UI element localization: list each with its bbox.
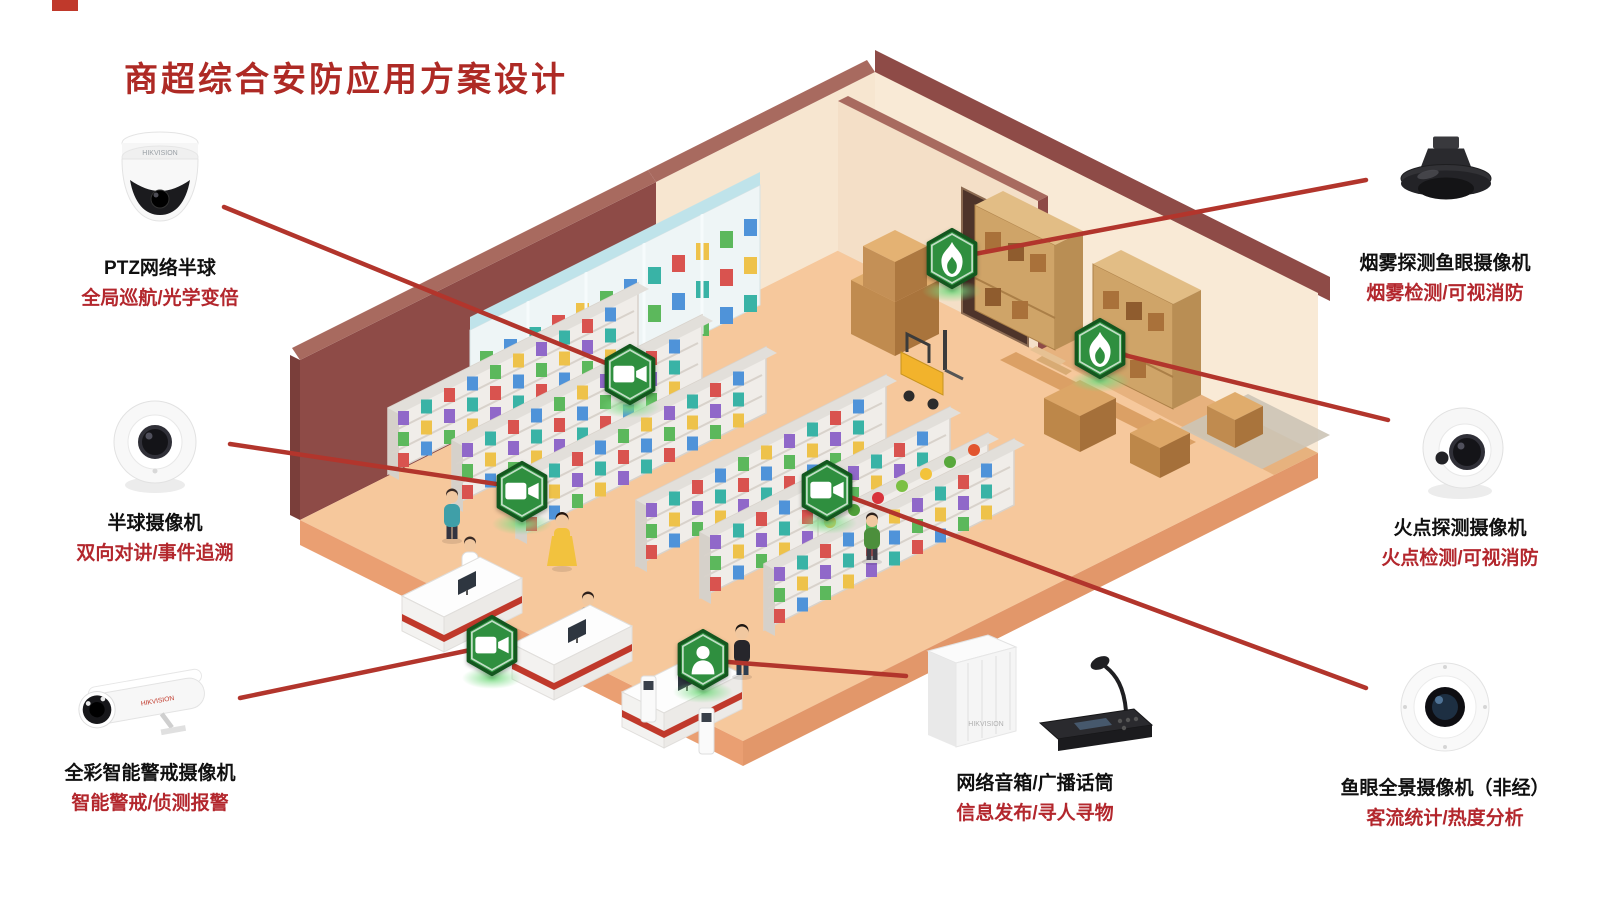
warehouse-boxes xyxy=(851,230,1263,478)
person xyxy=(547,512,577,572)
marker-glow xyxy=(492,513,552,535)
corner-artifact xyxy=(52,0,78,11)
device-name: PTZ网络半球 xyxy=(104,258,216,279)
camera-icon xyxy=(466,614,518,677)
camera-icon xyxy=(496,460,548,523)
marker-glow xyxy=(600,396,660,418)
device-feature: 信息发布/寻人寻物 xyxy=(956,803,1114,824)
marker-glow xyxy=(922,280,982,302)
turret-camera-image xyxy=(113,400,197,493)
device-name: 鱼眼全景摄像机（非经） xyxy=(1340,778,1550,799)
connector-line xyxy=(961,177,1369,259)
brand-label: HIKVISION xyxy=(142,150,177,157)
marker-flame-1 xyxy=(916,227,988,302)
camera-icon xyxy=(604,343,656,406)
fire-camera-image xyxy=(1422,407,1504,499)
roof-band xyxy=(875,50,1330,301)
device-feature: 双向对讲/事件追溯 xyxy=(76,543,234,564)
marker-camera-2 xyxy=(486,460,558,535)
marker-camera-3 xyxy=(791,459,863,534)
device-feature: 客流统计/热度分析 xyxy=(1366,808,1524,829)
smoke-fisheye-camera-image xyxy=(1400,136,1492,200)
flame-icon xyxy=(926,227,978,290)
speaker-and-mic-image: HIKVISION xyxy=(926,634,1154,751)
marker-camera-4 xyxy=(456,614,528,689)
person xyxy=(862,512,882,565)
person-icon xyxy=(677,628,729,691)
device-fisheye: 鱼眼全景摄像机（非经） 客流统计/热度分析 xyxy=(1325,650,1565,830)
person xyxy=(442,488,462,544)
brand-label: HIKVISION xyxy=(968,721,1003,728)
device-name: 火点探测摄像机 xyxy=(1393,518,1527,539)
connector-lines xyxy=(221,177,1391,701)
device-name: 半球摄像机 xyxy=(107,513,203,534)
device-name: 网络音箱/广播话筒 xyxy=(956,773,1114,794)
marker-flame-2 xyxy=(1064,317,1136,392)
fisheye-camera-image xyxy=(1400,662,1490,752)
marker-person xyxy=(667,628,739,703)
marker-glow xyxy=(1070,370,1130,392)
connector-line xyxy=(1109,349,1391,423)
device-bullet: HIKVISION 全彩智能警戒摄像机 智能警戒/侦测报警 xyxy=(40,645,260,815)
marker-glow xyxy=(673,681,733,703)
marker-glow xyxy=(797,512,857,534)
connector-line xyxy=(713,658,909,679)
camera-icon xyxy=(801,459,853,522)
device-ptz-dome: HIKVISION PTZ网络半球 全局巡航/光学变倍 xyxy=(55,125,265,310)
connector-line xyxy=(227,441,513,489)
marker-camera-1 xyxy=(594,343,666,418)
device-fire-turret: 火点探测摄像机 火点检测/可视消防 xyxy=(1355,390,1565,570)
device-feature: 全局巡航/光学变倍 xyxy=(81,288,239,309)
device-feature: 烟雾检测/可视消防 xyxy=(1366,283,1524,304)
connector-line xyxy=(221,204,621,371)
broadcast-microphone xyxy=(1038,656,1154,751)
device-feature: 智能警戒/侦测报警 xyxy=(71,793,229,814)
forklift xyxy=(900,330,964,410)
connector-line xyxy=(839,491,1369,691)
ptz-dome-camera-image: HIKVISION xyxy=(121,131,199,222)
device-name: 烟雾探测鱼眼摄像机 xyxy=(1359,253,1531,274)
store-building xyxy=(290,50,1330,766)
device-turret-dome: 半球摄像机 双向对讲/事件追溯 xyxy=(50,385,260,565)
connector-line xyxy=(237,645,483,701)
person xyxy=(732,624,752,680)
device-smoke-fisheye: 烟雾探测鱼眼摄像机 烟雾检测/可视消防 xyxy=(1340,125,1550,305)
flame-icon xyxy=(1074,317,1126,380)
kiosk xyxy=(640,675,715,755)
device-name: 全彩智能警戒摄像机 xyxy=(64,763,236,784)
page-title: 商超综合安防应用方案设计 xyxy=(124,61,568,99)
network-speaker: HIKVISION xyxy=(926,634,1018,748)
marker-glow xyxy=(462,667,522,689)
device-feature: 火点检测/可视消防 xyxy=(1381,548,1539,569)
bullet-camera-image: HIKVISION xyxy=(78,668,205,736)
device-speaker-mic: HIKVISION 网络音箱/广播话筒 信息发布/寻人寻物 xyxy=(905,625,1165,825)
